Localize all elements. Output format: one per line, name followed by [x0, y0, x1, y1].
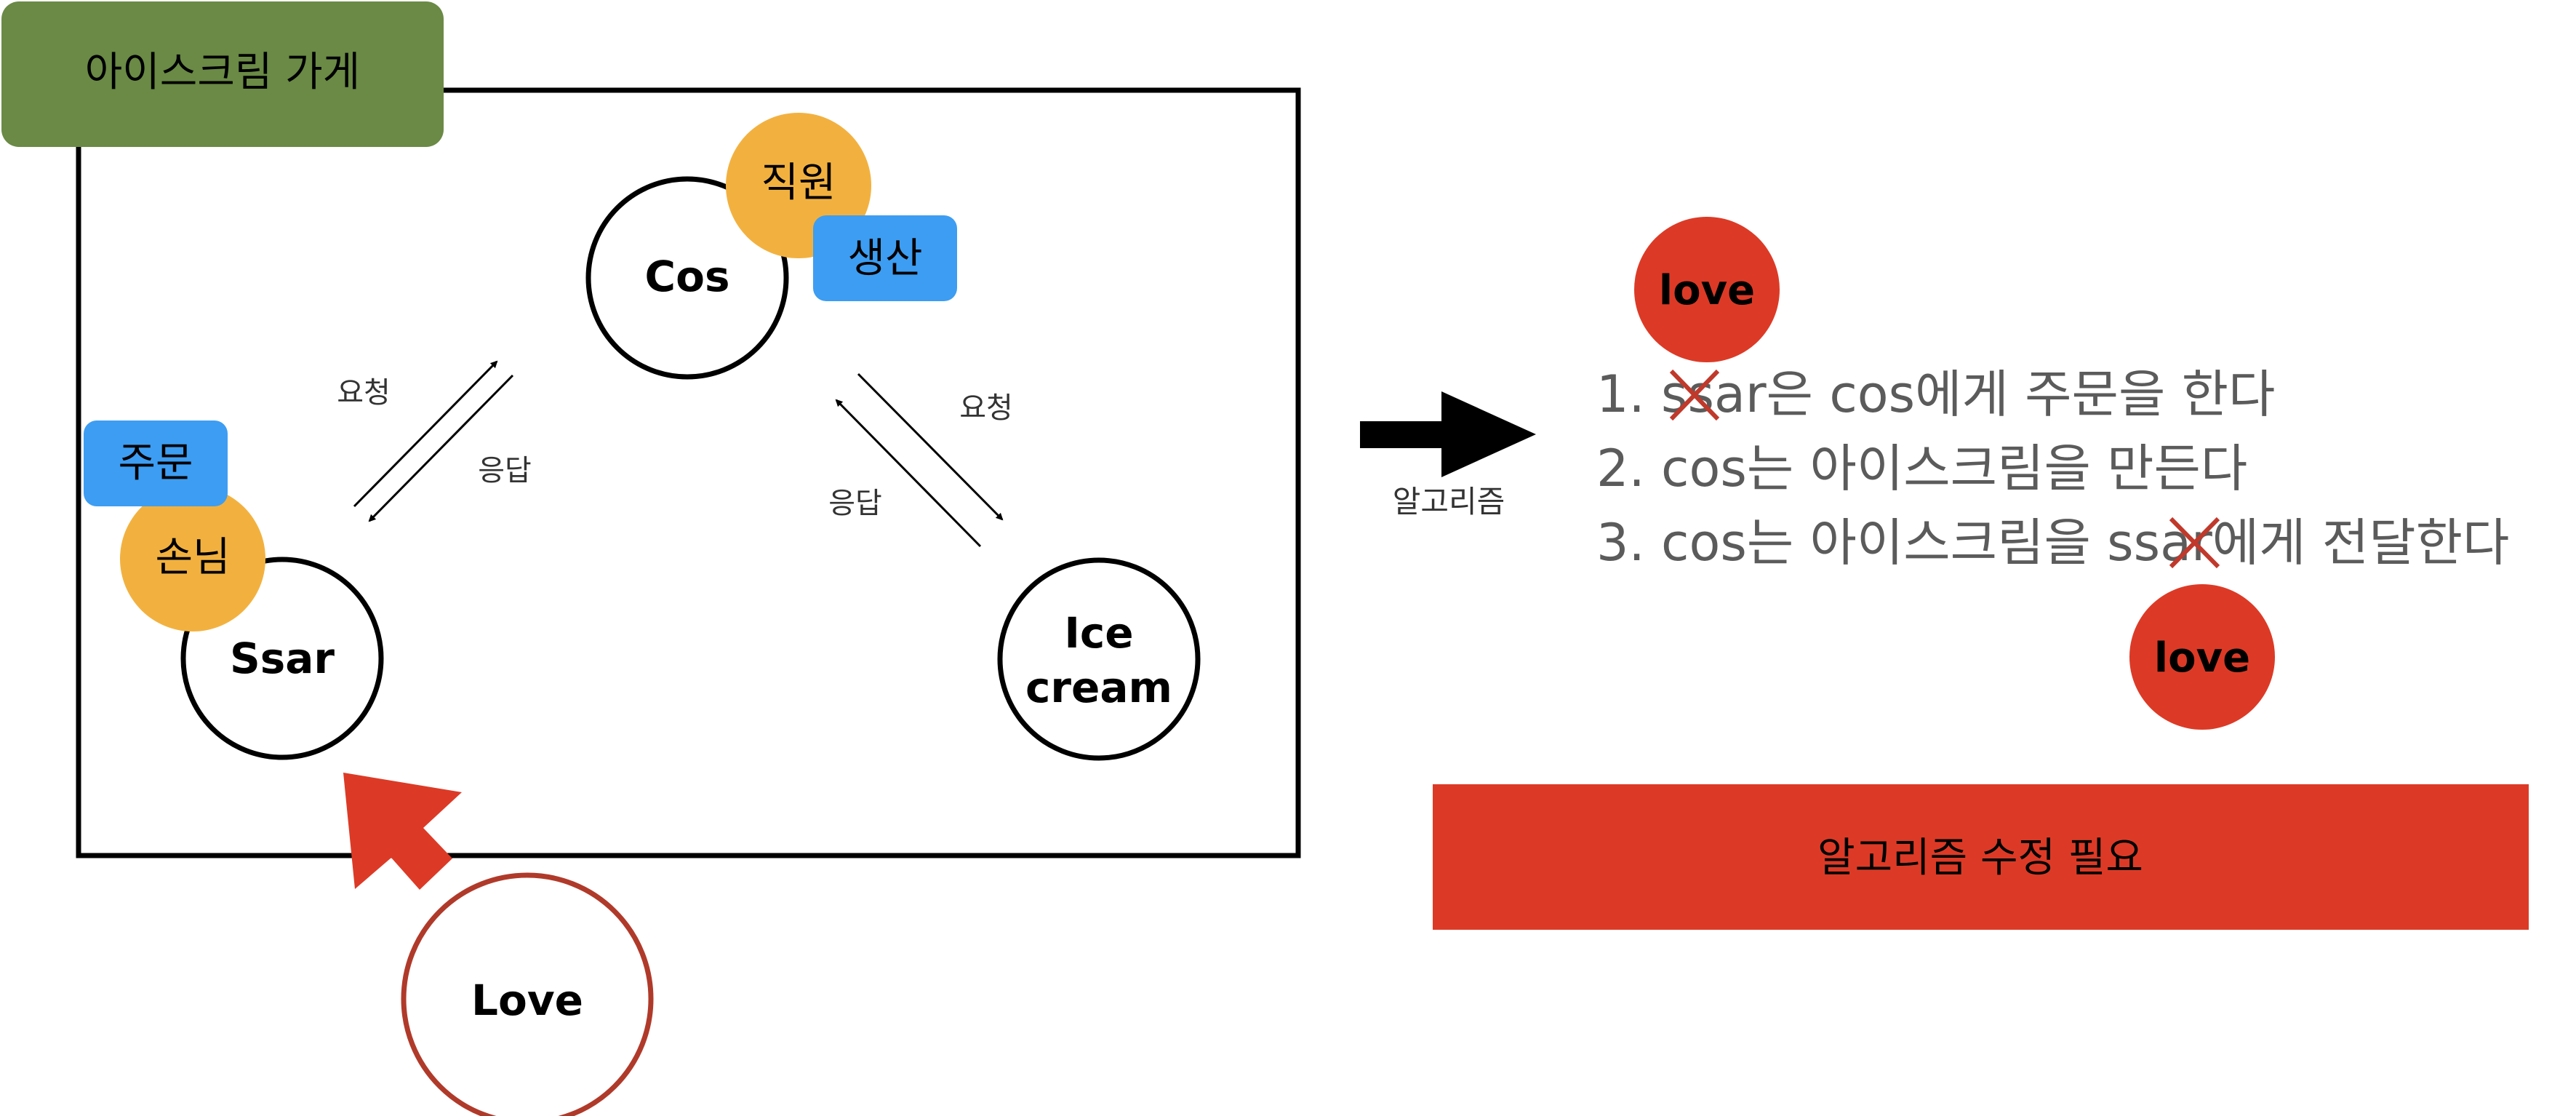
step-1-rest: 은 cos에게 주문을 한다 — [1767, 364, 2276, 424]
love-badge-bottom-label: love — [2154, 634, 2250, 682]
icecream-label-line1: Ice — [1064, 608, 1133, 658]
right-request-arrow — [857, 372, 1004, 521]
left-request-arrow — [353, 360, 498, 508]
right-response-label: 응답 — [828, 487, 882, 520]
right-response-arrow — [835, 399, 982, 548]
produce-badge — [813, 215, 957, 301]
icecream-label-line2: cream — [1025, 663, 1172, 712]
love-badge-top — [1634, 217, 1780, 362]
ssar-label: Ssar — [230, 634, 335, 683]
algorithm-step-1: 1. ssar은 cos에게 주문을 한다 — [1596, 364, 2275, 424]
cos-label: Cos — [645, 252, 730, 301]
store-frame — [76, 87, 1301, 858]
right-request-label: 요청 — [959, 391, 1013, 425]
left-request-label: 요청 — [337, 376, 391, 410]
love-to-ssar-arrow — [343, 773, 462, 890]
algorithm-step-3: 3. cos는 아이스크림을 ssar에게 전달한다 — [1596, 513, 2509, 573]
love-node — [401, 872, 654, 1116]
love-label: Love — [471, 976, 583, 1025]
algorithm-fix-banner — [1433, 784, 2529, 930]
strike-mark-step-1 — [1669, 369, 1720, 421]
step-3-rest: 에게 전달한다 — [2212, 513, 2510, 573]
icecream-node — [997, 557, 1201, 761]
algorithm-arrow — [1360, 391, 1536, 477]
order-badge — [84, 421, 228, 506]
step-3-prefix: 3. cos는 아이스크림을 — [1596, 513, 2107, 573]
staff-badge-label: 직원 — [761, 159, 836, 207]
left-response-arrow — [368, 374, 514, 522]
left-response-label: 응답 — [478, 454, 532, 487]
algorithm-arrow-label: 알고리즘 — [1393, 484, 1505, 519]
produce-badge-label: 생산 — [847, 235, 922, 282]
step-1-number: 1. — [1596, 364, 1661, 424]
store-title-tab — [1, 1, 444, 147]
cos-node — [585, 176, 789, 380]
strike-mark-step-3 — [2169, 517, 2220, 569]
algorithm-step-2: 2. cos는 아이스크림을 만든다 — [1596, 439, 2247, 498]
order-badge-label: 주문 — [118, 439, 193, 487]
love-badge-top-label: love — [1659, 267, 1755, 314]
algorithm-fix-banner-label: 알고리즘 수정 필요 — [1817, 834, 2143, 882]
store-title: 아이스크림 가게 — [85, 49, 360, 96]
customer-badge-label: 손님 — [155, 534, 230, 581]
customer-badge — [120, 486, 265, 631]
love-badge-bottom — [2129, 584, 2275, 730]
